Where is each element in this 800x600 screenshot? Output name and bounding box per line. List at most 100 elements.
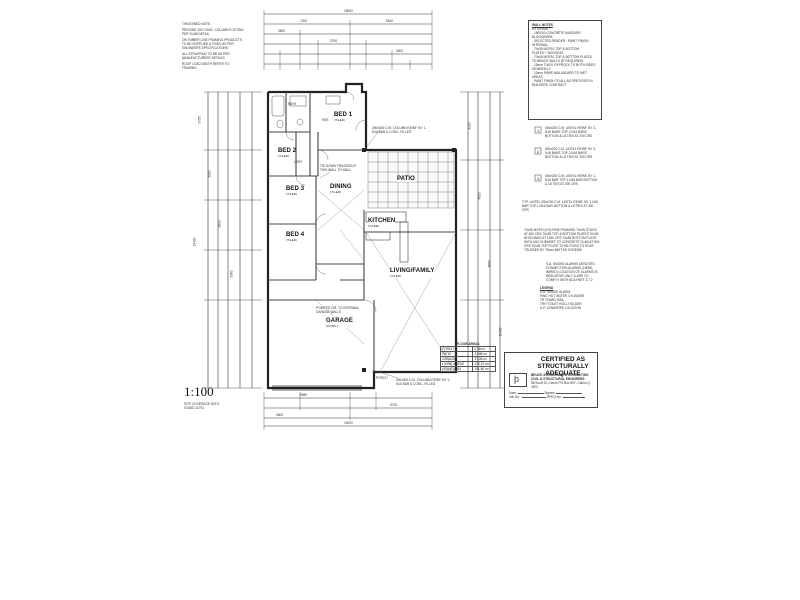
dim-bottom-b: 5720 — [390, 403, 398, 407]
legend-item: S.A. SMOKE ALARM — [540, 290, 571, 294]
engineer-company: BRUCE & ASSOCIATES CONSULTING CIVIL & ST… — [531, 373, 593, 389]
legend-item: TRH TOILET ROLL HOLDER — [540, 302, 582, 306]
left-note-1: THICKENED NOTE — [182, 22, 211, 26]
wall-notes-line: BLOCKWORK — [532, 35, 553, 39]
room-bed4: BED 4 (TILED) — [286, 232, 304, 242]
dim-left-b: 3000 — [207, 170, 212, 178]
left-note-5: ROOF LOAD WIDTH REFER TO FRAMING — [182, 62, 229, 70]
lintel-note-2: 500x200 C.M. LINTEL REINF. BY 2-N16 BARS… — [545, 147, 597, 159]
svg-text:3: 3 — [537, 176, 540, 181]
room-dining-name: DINING — [330, 184, 352, 190]
svg-text:1: 1 — [537, 128, 540, 133]
legend-item: D.P. DOWNPIPE LOCATION — [540, 306, 581, 310]
site-coverage: SITE COVERAGE WITH STAND 11791 — [184, 402, 234, 410]
room-bed2-name: BED 2 — [278, 148, 297, 154]
engineer-logo: þ — [509, 373, 527, 387]
wall-notes-line: - 13mm THICK GYPROCK TO BOTH SIDES — [532, 63, 596, 67]
framing-note: 70x35 MGP10 (H2) PINE FRAMING 70x35 STUD… — [524, 228, 600, 252]
date-label: Date: — [509, 391, 517, 395]
typ-lintel-note: TYP. LINTEL 200x200 C.M. LINTEL REINF. B… — [522, 200, 599, 212]
engineer-company-name: BRUCE & ASSOCIATES CONSULTING CIVIL & ST… — [531, 373, 589, 381]
column-note-bottom: 300x300 C.M. COLUMN REINF. BY 1-N16 BAR … — [396, 378, 451, 386]
signature-fields: Date: Signed: Job No.: RPEQ No.: — [509, 391, 595, 399]
dim-left-d: 3300 — [229, 270, 234, 278]
legend-item: HWC HOT WATER CYLINDER — [540, 294, 585, 298]
floor-areas-title: FLOOR AREAS — [456, 342, 480, 346]
dim-top-b: 5640 — [386, 19, 394, 23]
left-note-2: PROVIDE 200 CONC. COLUMN FOOTING PER SLA… — [182, 28, 244, 36]
wall-notes-line: - PAINT FINISH TO ALL AS SPECIFIED IN — [532, 79, 593, 83]
legend-title: LEGEND — [540, 286, 554, 290]
wall-notes-line: PLATES + NOGGING — [532, 51, 564, 55]
column-note-top: 300x300 C.M. COLUMN REINF. BY 1-N16 BAR … — [372, 126, 427, 134]
room-dining: DINING (TILED) — [330, 184, 352, 194]
room-living: LIVING/FAMILY (TILED) — [390, 268, 435, 278]
dim-bottom-a: 6980 — [300, 393, 308, 397]
site-coverage-label: SITE COVERAGE WITH — [184, 402, 220, 406]
wall-notes-box: WALL NOTES EXTERNAL: - 190/200 CONCRETE … — [528, 20, 602, 120]
certification-stamp: CERTIFIED AS STRUCTURALLY ADEQUATE þ BRU… — [504, 352, 598, 408]
dim-right-a: 4200 — [467, 122, 472, 130]
signed-label: Signed: — [544, 391, 556, 395]
room-bed2-floor: (TILED) — [278, 154, 290, 158]
left-note-3: ON TIMBER LINE FRAMING PRODUCTS TO BE SU… — [182, 38, 242, 50]
wall-notes-title: WALL NOTES — [532, 23, 553, 27]
site-coverage-area: STAND 11791 — [184, 406, 205, 410]
smoke-alarm-note: S.A. SMOKE ALARMS DENOTES CONNECTION ALA… — [546, 262, 598, 282]
legend-item: TR TOWEL RAIL — [540, 298, 565, 302]
wall-notes-line: GENERALLY — [532, 67, 551, 71]
legend: LEGEND S.A. SMOKE ALARM HWC HOT WATER CY… — [540, 286, 600, 310]
room-garage-name: GARAGE — [326, 318, 353, 324]
wall-notes-line: TO BRACE WALLS (IF REQUIRED) — [532, 59, 584, 63]
rpeqno-label: RPEQ No.: — [546, 395, 563, 399]
wall-notes-line: - 10mm FIBRE WALLBOARD TO WET — [532, 71, 588, 75]
dim-top-a: 7200 — [300, 19, 308, 23]
room-garage-floor: (CONC.) — [326, 324, 339, 328]
lintel-note-3: 400x200 C.M. LINTEL REINF. BY 1-N16 BAR … — [545, 174, 598, 186]
wall-notes-text: WALL NOTES EXTERNAL: - 190/200 CONCRETE … — [532, 23, 598, 87]
dim-left-overall: 15490 — [192, 237, 197, 247]
dim-top-d: 3750 — [330, 39, 338, 43]
room-bath: BATH — [288, 102, 297, 106]
wall-notes-line: BUILDERS CONTRACT — [532, 83, 567, 87]
room-patio: PATIO — [396, 176, 416, 182]
dim-right-b: 4850 — [477, 192, 482, 200]
room-dining-floor: (TILED) — [330, 190, 342, 194]
logo-glyph-icon: þ — [514, 374, 520, 384]
garage-note: POINTED CIB. TO INTERNAL GARAGE WALLS — [316, 306, 359, 314]
room-patio-name: PATIO — [397, 176, 415, 182]
dim-top-c: 3600 — [278, 29, 286, 33]
dim-bottom-overall: 15000 — [344, 421, 353, 425]
dim-overall-width: 15000 — [344, 9, 353, 13]
area-value: 191.80 m² — [472, 366, 496, 372]
room-bed1-floor: (TILED) — [334, 118, 346, 122]
room-laundry: LDRY — [294, 160, 303, 164]
room-ens: ENS — [322, 118, 329, 122]
room-bed3-name: BED 3 — [286, 186, 305, 192]
dim-left-a: 3750 — [197, 116, 202, 124]
room-bed4-name: BED 4 — [286, 232, 305, 238]
dim-bottom-c: 3600 — [276, 413, 284, 417]
area-label: GRAND MAX — [439, 366, 474, 372]
lintel-note-1: 400x200 C.M. LINTEL REINF. BY 2-N16 BARS… — [545, 126, 597, 138]
dim-right-c: 3600 — [487, 260, 492, 268]
room-bed3-floor: (TILED) — [286, 192, 298, 196]
svg-text:2: 2 — [537, 149, 540, 154]
left-notes: THICKENED NOTE PROVIDE 200 CONC. COLUMN … — [182, 22, 244, 72]
wall-notes-line: - 70x35 MGP10 TOP & BOTTOM — [532, 47, 580, 51]
truss-note: TIE DOWN TRUSSES AT THIS WALL TO WALL — [320, 164, 357, 172]
certification-heading: CERTIFIED AS STRUCTURALLY ADEQUATE — [537, 356, 589, 377]
room-kitchen-name: KITCHEN — [368, 218, 396, 224]
dim-left-c: 3890 — [217, 220, 222, 228]
wall-notes-line: AREAS — [532, 75, 543, 79]
room-bed1-name: BED 1 — [334, 112, 353, 118]
left-note-4: ALL STRAPPING TO BE AS PER MANUFACTURERS… — [182, 52, 230, 60]
room-bed1: BED 1 (TILED) — [334, 112, 352, 122]
room-bed2: BED 2 (TILED) — [278, 148, 296, 158]
jobno-label: Job No.: — [509, 395, 521, 399]
wall-notes-line: EXTERNAL: — [532, 27, 550, 31]
